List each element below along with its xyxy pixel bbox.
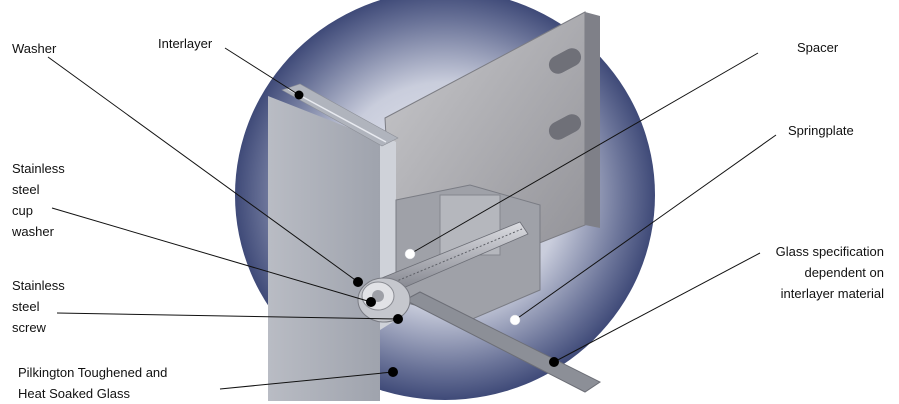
label-spacer: Spacer (797, 40, 839, 55)
label-screw-line: steel (12, 299, 40, 314)
bracket-slot (548, 48, 582, 74)
label-cup-washer-line: steel (12, 182, 40, 197)
label-glass-spec-line: interlayer material (780, 286, 884, 301)
leader-screw (56, 312, 399, 320)
label-cup-washer: Stainless steel cup washer (12, 158, 65, 242)
glass-fin (403, 291, 601, 393)
label-washer: Washer (12, 41, 57, 56)
leader-springplate (514, 134, 777, 321)
label-interlayer: Interlayer (158, 36, 213, 51)
label-glass-spec-line: dependent on (804, 265, 884, 280)
leader-lines (47, 47, 777, 390)
label-pilkington-line: Pilkington Toughened and (18, 365, 168, 380)
leader-cup-washer (51, 207, 372, 303)
bracket-slot (548, 114, 582, 140)
marker-washer (353, 277, 363, 287)
marker-glass-spec (549, 357, 559, 367)
marker-screw (393, 314, 403, 324)
label-screw: Stainless steel screw (12, 275, 65, 338)
leader-interlayer (224, 47, 300, 96)
marker-interlayer (294, 90, 304, 100)
label-cup-washer-line: Stainless (12, 161, 65, 176)
marker-cup-washer (366, 297, 376, 307)
marker-springplate (509, 314, 521, 326)
label-pilkington: Pilkington Toughened and Heat Soaked Gla… (18, 362, 167, 404)
marker-spacer (404, 248, 416, 260)
label-screw-line: screw (12, 320, 46, 335)
leader-glass-spec (553, 252, 761, 363)
glass-pane (268, 83, 399, 401)
markers (294, 90, 559, 377)
label-cup-washer-line: washer (12, 224, 54, 239)
marker-pilkington (388, 367, 398, 377)
screw-head (357, 277, 411, 323)
label-glass-spec-line: Glass specification (775, 244, 884, 259)
label-pilkington-line: Heat Soaked Glass (18, 386, 131, 401)
leader-spacer (409, 52, 759, 255)
label-springplate: Springplate (788, 123, 854, 138)
leader-pilkington (219, 371, 394, 390)
label-cup-washer-line: cup (12, 203, 33, 218)
label-glass-spec: Glass specification dependent on interla… (776, 241, 884, 304)
label-screw-line: Stainless (12, 278, 65, 293)
leader-washer (47, 56, 359, 283)
